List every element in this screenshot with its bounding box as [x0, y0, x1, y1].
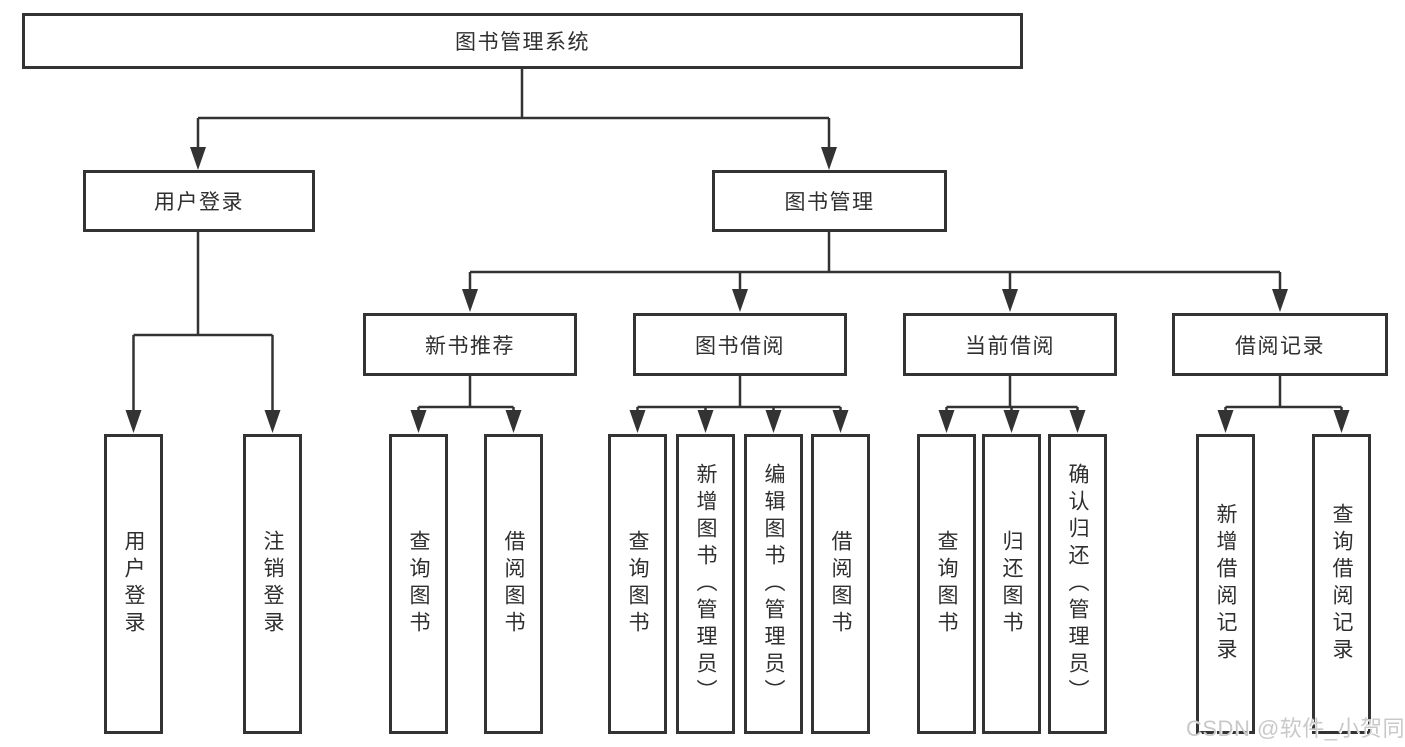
csdn-watermark: CSDN @软件_小贺同学 [1186, 716, 1405, 741]
node-user-login-label: 用户登录 [154, 191, 244, 214]
node-new-book-recommend-label: 新书推荐 [425, 334, 515, 358]
node-root-label: 图书管理系统 [455, 31, 590, 54]
node-query-books-2: 查询图书 [608, 434, 667, 734]
node-borrow-books-2: 借阅图书 [811, 434, 870, 734]
node-return-books: 归还图书 [982, 434, 1041, 734]
node-book-management-label: 图书管理 [784, 191, 875, 214]
node-query-borrow-record: 查询借阅记录 [1312, 434, 1371, 734]
node-borrow-books-2-label: 借阅图书 [829, 530, 852, 638]
node-query-books-3-label: 查询图书 [935, 530, 958, 638]
node-confirm-return-admin: 确认归还（管理员） [1048, 434, 1107, 734]
node-query-books-2-label: 查询图书 [626, 530, 649, 638]
node-user-login-leaf: 用户登录 [104, 434, 163, 734]
node-logout-label: 注销登录 [261, 530, 284, 638]
node-add-borrow-record-label: 新增借阅记录 [1214, 503, 1237, 665]
node-query-books-1-label: 查询图书 [407, 530, 430, 638]
node-query-books-1: 查询图书 [389, 434, 448, 734]
node-query-borrow-record-label: 查询借阅记录 [1330, 503, 1353, 665]
node-user-login: 用户登录 [83, 170, 315, 232]
node-confirm-return-admin-label: 确认归还（管理员） [1066, 462, 1089, 706]
node-add-books-admin-label: 新增图书（管理员） [694, 462, 717, 706]
node-edit-books-admin-label: 编辑图书（管理员） [762, 462, 785, 706]
node-return-books-label: 归还图书 [1000, 530, 1023, 638]
node-book-management: 图书管理 [712, 170, 947, 232]
node-borrowing-records-label: 借阅记录 [1235, 334, 1325, 358]
node-current-borrowing-label: 当前借阅 [965, 334, 1055, 358]
node-book-borrowing: 图书借阅 [633, 313, 847, 376]
node-borrowing-records: 借阅记录 [1172, 313, 1388, 376]
node-edit-books-admin: 编辑图书（管理员） [744, 434, 803, 734]
node-borrow-books-1-label: 借阅图书 [502, 530, 525, 638]
node-new-book-recommend: 新书推荐 [363, 313, 577, 376]
node-current-borrowing: 当前借阅 [903, 313, 1117, 376]
node-query-books-3: 查询图书 [917, 434, 976, 734]
node-root: 图书管理系统 [22, 13, 1023, 69]
node-logout: 注销登录 [243, 434, 302, 734]
node-add-books-admin: 新增图书（管理员） [676, 434, 735, 734]
node-add-borrow-record: 新增借阅记录 [1196, 434, 1255, 734]
node-book-borrowing-label: 图书借阅 [695, 334, 785, 358]
node-borrow-books-1: 借阅图书 [484, 434, 543, 734]
node-user-login-leaf-label: 用户登录 [122, 530, 145, 638]
